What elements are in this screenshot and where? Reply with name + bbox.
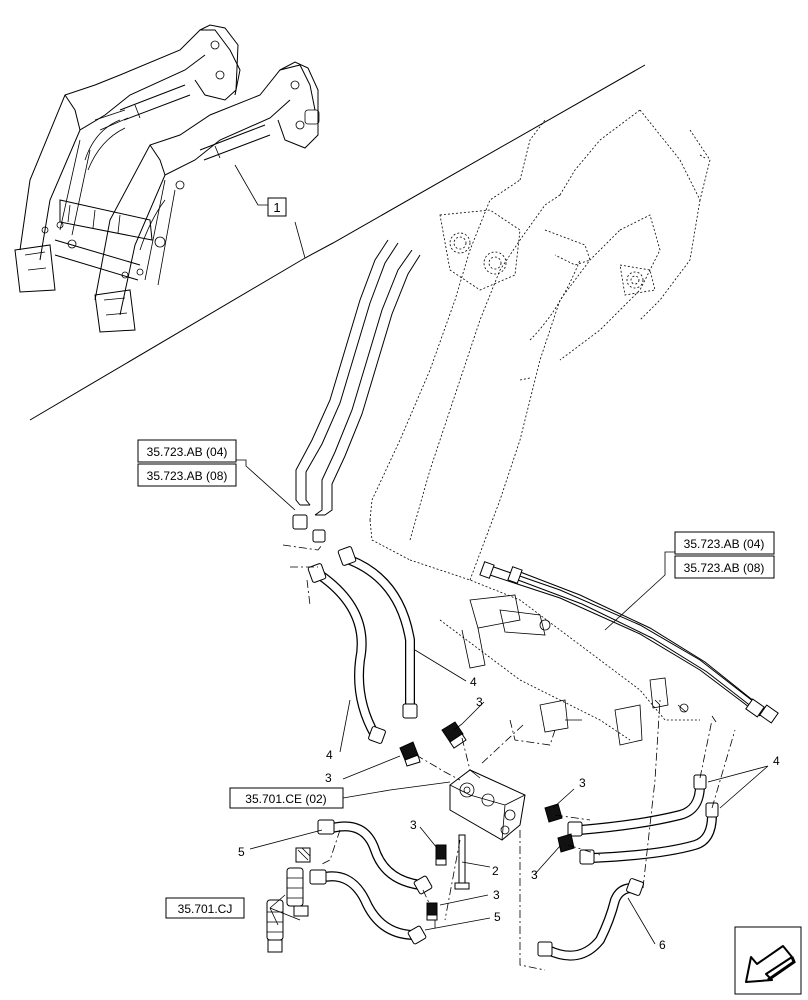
hoses [315,555,717,961]
item-number: 3 [493,888,500,902]
ref-35723-ab-04-right: 35.723.AB (04) [684,537,765,551]
assembly-lines [282,544,736,971]
arrow-icon[interactable] [734,926,802,995]
callout-35723-left[interactable]: 35.723.AB (04) 35.723.AB (08) [137,439,237,487]
hose-fittings [292,514,719,957]
ref-35723-ab-08-left: 35.723.AB (08) [147,469,228,483]
item-number: 3 [410,818,417,832]
ref-35723-ab-04-left: 35.723.AB (04) [147,445,228,459]
item-number: 4 [326,748,333,762]
item-number: 3 [476,695,483,709]
view-reference[interactable]: 1 [267,197,306,259]
callout-35723-right[interactable]: 35.723.AB (04) 35.723.AB (08) [674,531,775,579]
item-number: 2 [492,864,499,878]
ref-35701-cj: 35.701.CJ [178,902,233,916]
item-number: 4 [470,675,477,689]
quick-couplers [266,847,311,953]
item-number: 4 [773,754,780,768]
ref-35701-ce: 35.701.CE (02) [245,792,326,806]
item-number: 6 [659,938,666,952]
item-number: 3 [579,776,586,790]
callout-35701-cj[interactable]: 35.701.CJ [165,897,245,919]
item-numbers: 2 3 3 3 3 3 3 4 4 4 5 5 6 [238,675,780,952]
loader-overview [14,24,646,421]
item-number: 5 [238,845,245,859]
ref-35723-ab-08-right: 35.723.AB (08) [684,561,765,575]
view-ref-label: 1 [273,200,280,215]
left-metal-tubes [295,239,421,516]
valve-block [449,769,526,841]
leader-lines [236,459,769,945]
loader-arm-phantom [369,109,711,746]
item-number: 5 [494,910,501,924]
item-number: 3 [325,771,332,785]
right-metal-tubes [479,561,779,724]
item-number: 3 [531,868,538,882]
callout-35701-ce[interactable]: 35.701.CE (02) [229,787,344,809]
